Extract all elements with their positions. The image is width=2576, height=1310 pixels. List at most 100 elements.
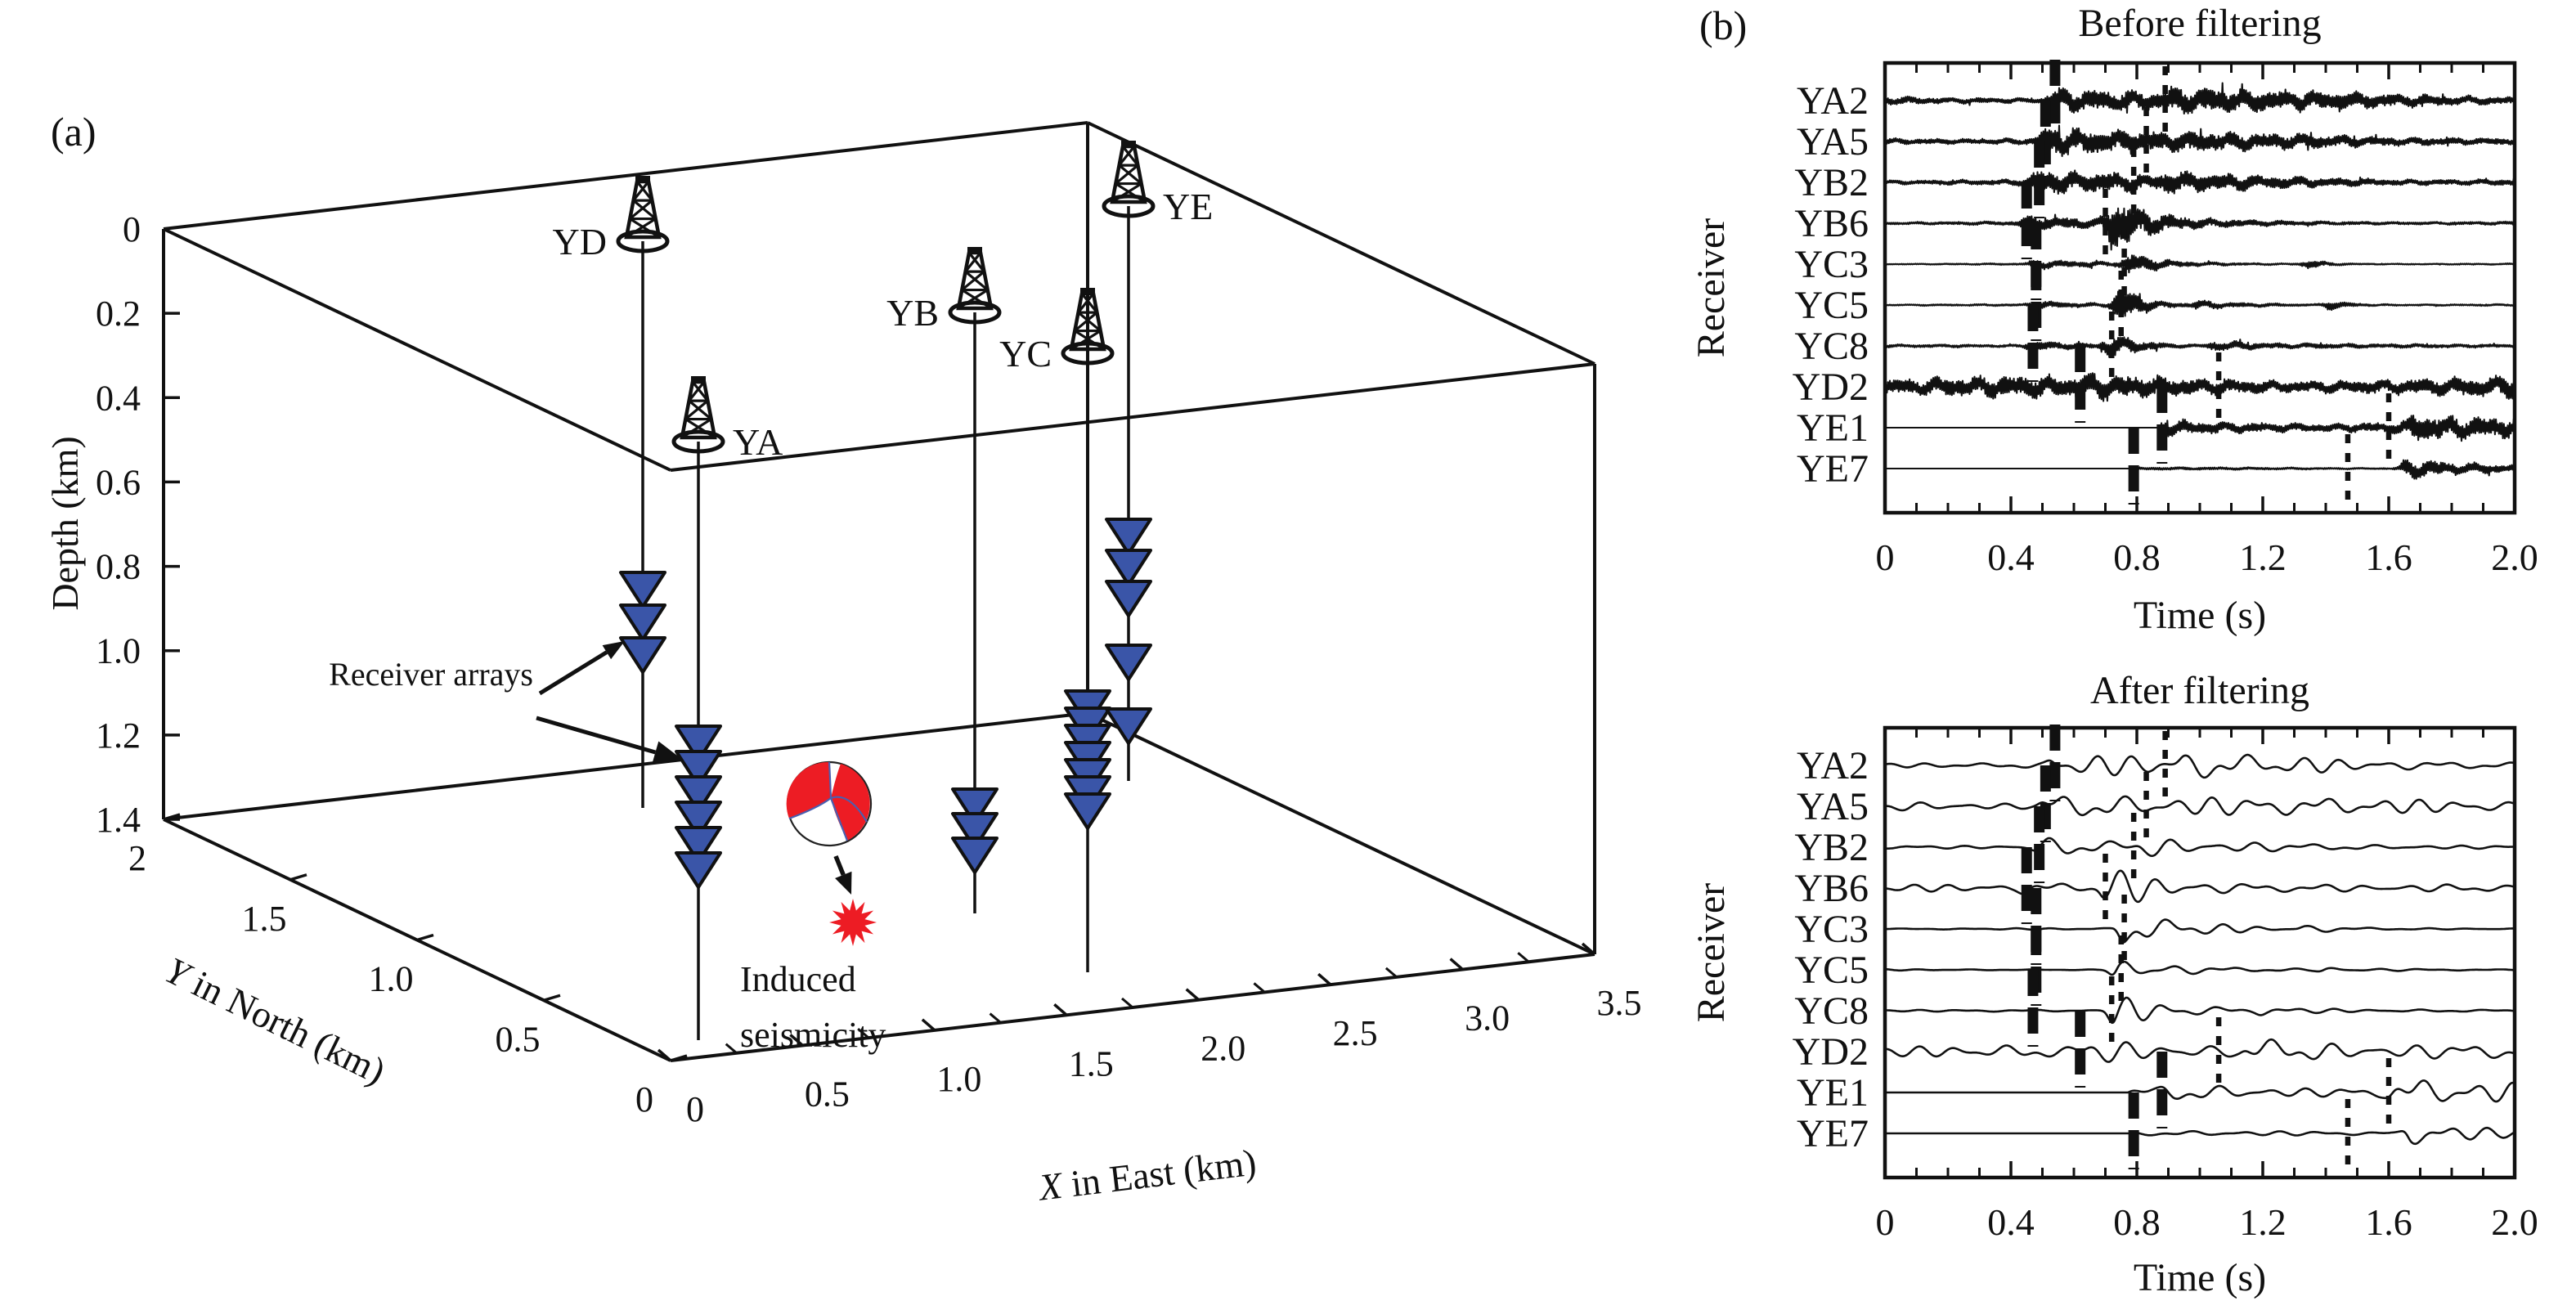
receiver-arrays-annotation: Receiver arrays [329,656,533,693]
induced-seismicity-star-icon [829,899,877,946]
x-tick-label: 2.0 [2491,536,2538,578]
panel-a-label: (a) [51,109,96,155]
y-axis-tick-label: 1.0 [369,959,414,999]
y-axis-tick [670,1054,688,1062]
x-axis-tick [1317,972,1332,986]
box-edge-top-back-left [163,121,1088,231]
waveform-trace-YD2 [1884,1038,2515,1063]
x-axis-minor-tick [1517,952,1530,963]
x-axis-tick [657,1048,672,1062]
geophone-icon [675,801,722,838]
geophone-icon [1105,518,1152,555]
receiver-label-YE1: YE1 [1797,406,1869,450]
waveform-trace-YE1 [1884,1079,2515,1103]
derrick-brace [958,289,989,310]
receiver-label-YE1: YE1 [1797,1071,1869,1115]
x-axis-tick-label: 0.5 [805,1074,850,1114]
receiver-label-YC3: YC3 [1794,243,1869,286]
geophone-icon [1064,792,1111,830]
derrick-brace [1070,330,1102,351]
x-tick-label: 0.8 [2113,1201,2161,1243]
before-filtering-title: Before filtering [2078,2,2321,45]
wellhead-ellipse [948,300,1002,325]
x-tick-label: 1.6 [2365,1201,2412,1243]
induced-seismicity-annotation-line2: seismicity [740,1015,886,1055]
waveform-trace-YC3 [1884,918,2515,944]
receiver-label-YB6: YB6 [1794,867,1869,910]
depth-axis-label: Depth (km) [44,436,86,610]
depth-tick-label: 0.8 [96,547,141,587]
annotations-group [536,641,877,946]
y-axis-label: Y in North (km) [159,949,392,1092]
derrick-crown [635,176,650,182]
before-receiver-ylabel: Receiver [1690,218,1733,358]
derrick-brace [1080,293,1098,314]
receiver-label-YA5: YA5 [1797,785,1869,828]
receiver-label-YA2: YA2 [1797,79,1869,123]
waveform-trace-YC5 [1884,960,2515,976]
waveform-trace-YB6 [1884,869,2515,904]
derrick-crown [1121,141,1136,147]
box-edge-top-front-left [163,227,671,472]
x-axis-tick [1185,988,1200,1002]
derrick-brace [1118,164,1142,185]
derrick-brace [688,399,712,420]
derrick-brace [635,181,653,202]
y-axis-tick [163,813,181,821]
x-axis-tick [789,1034,804,1047]
y-axis-tick [543,994,561,1002]
geophone-icon [675,725,722,762]
derrick-brace [961,270,985,291]
derrick-crown [967,247,982,253]
derrick-brace [691,381,709,402]
x-axis-minor-tick [725,1043,738,1054]
derrick-brace [684,418,716,439]
x-tick-label: 0.8 [2113,536,2161,578]
waveform-trace-YB2 [1884,169,2516,195]
beachball-to-star-arrow-shaft [833,855,846,876]
waveform-trace-YB2 [1884,837,2515,857]
well-label-YB: YB [886,292,939,334]
after-filtering-title: After filtering [2090,669,2309,712]
beachball-to-star-arrow-head [835,871,852,895]
y-axis-tick [289,873,307,882]
derrick-brace [1111,182,1142,204]
receiver-label-YB2: YB2 [1794,161,1869,204]
waveform-trace-YC5 [1884,290,2515,318]
y-axis-tick [416,933,434,942]
waveform-trace-YE7 [1884,1126,2515,1146]
x-tick-label: 1.6 [2365,536,2412,578]
derrick-icon [948,247,1002,325]
x-tick-label: 0 [1876,1201,1895,1243]
well-label-YC: YC [999,333,1052,375]
well-YC: YC [999,288,1115,972]
beachball-nodal-plane [828,761,849,841]
geophone-icon [1105,549,1152,586]
receiver-label-YC5: YC5 [1794,949,1869,992]
plot-frame [1883,61,2517,515]
derrick-brace [688,381,706,402]
receiver-label-YB6: YB6 [1794,202,1869,245]
derrick-crown [691,376,706,383]
x-axis-tick [921,1018,936,1032]
derrick-brace [1115,164,1139,185]
well-YE: YE [1102,141,1213,781]
depth-tick-label: 0.2 [96,294,141,334]
geophone-icon [675,775,722,813]
receiver-label-YA5: YA5 [1797,120,1869,164]
x-axis-tick [1053,1003,1068,1016]
geophone-icon [1105,580,1152,617]
box-edge-bottom-back-left [163,711,1088,821]
x-axis-tick-label: 3.0 [1465,998,1510,1039]
depth-tick-label: 0 [123,209,141,249]
axes-box-3d [162,121,1596,1062]
x-tick-label: 1.2 [2239,1201,2287,1243]
receiver-label-YB2: YB2 [1794,826,1869,869]
waveform-trace-YD2 [1883,372,2516,402]
receiver-label-YC5: YC5 [1794,284,1869,327]
x-axis-tick-label: 1.0 [936,1059,981,1099]
